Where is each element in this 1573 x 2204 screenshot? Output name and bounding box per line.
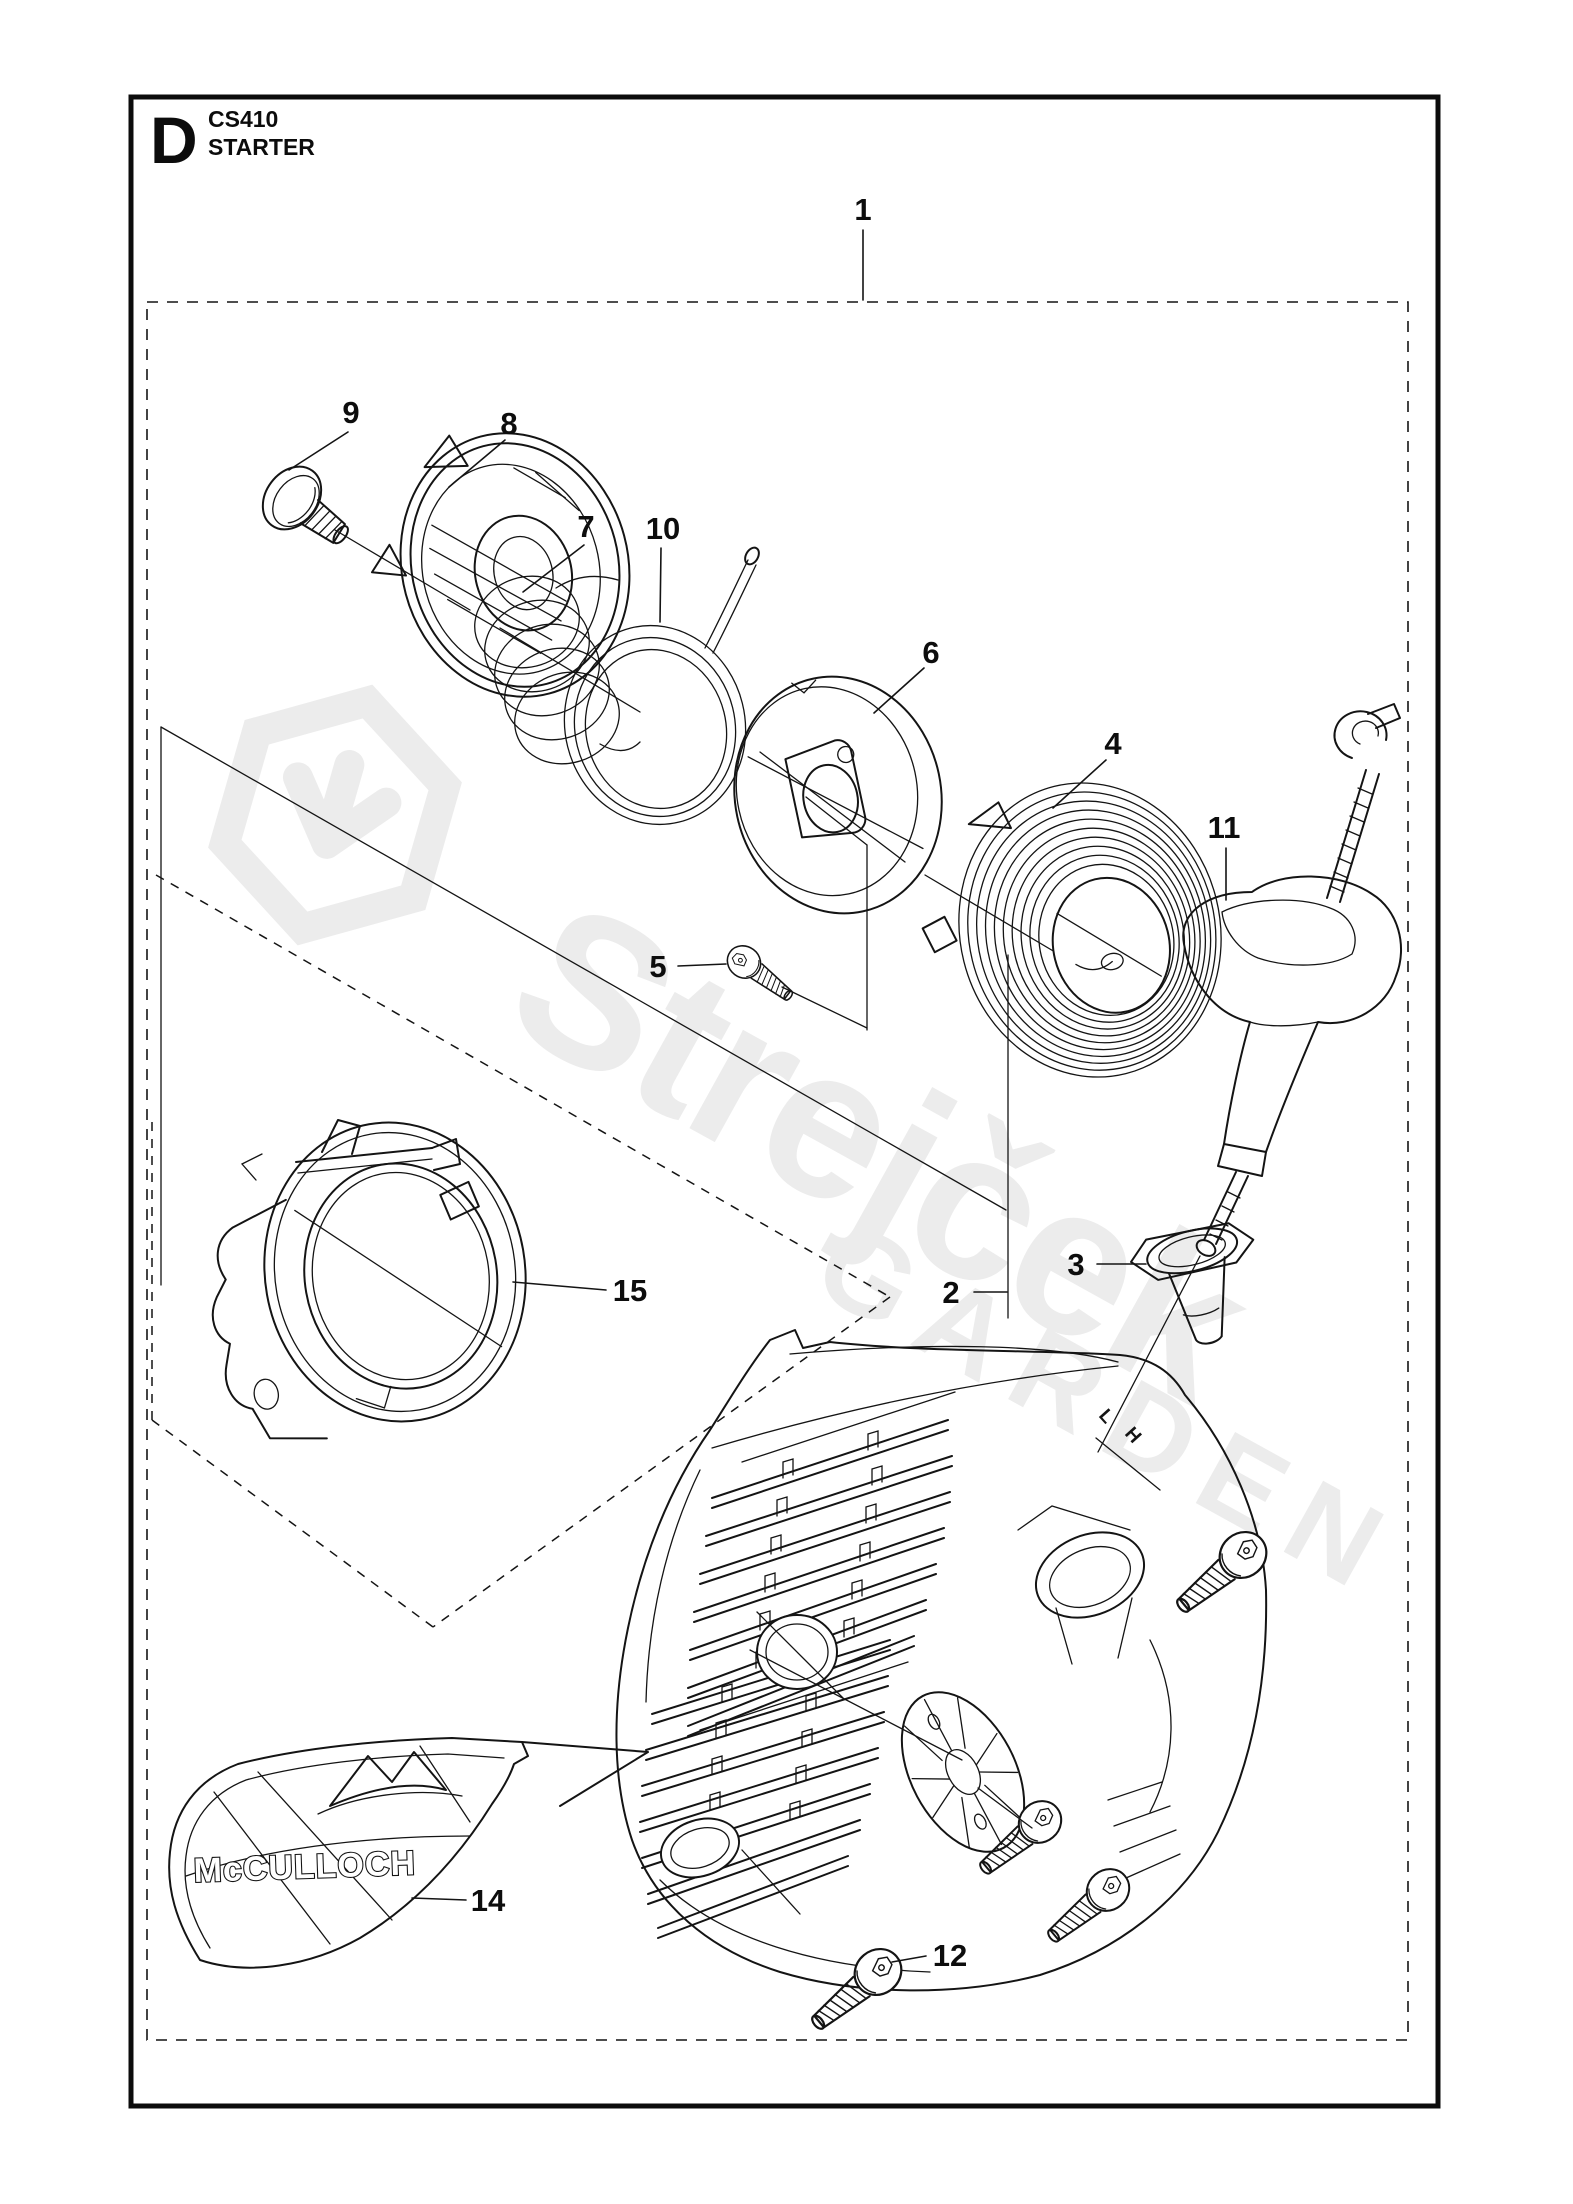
housing-fan-vent: [900, 1691, 1026, 1853]
callout-6: 6: [922, 635, 939, 670]
callout-5: 5: [649, 949, 666, 984]
part-7-spring: [474, 575, 641, 765]
part-10-starter-rope: [563, 546, 760, 826]
callout-3: 3: [1067, 1247, 1084, 1282]
part-14-mcculloch-cover: McCULLOCH: [168, 1737, 649, 1969]
callout-9: 9: [342, 395, 359, 430]
part-12-screw-lower-right: [1036, 1859, 1139, 1955]
section-letter: D: [150, 103, 198, 177]
section-title: STARTER: [208, 134, 315, 160]
callout-7: 7: [577, 509, 594, 544]
callout-8: 8: [500, 406, 517, 441]
model-label: CS410: [208, 106, 278, 132]
housing-lower-vents: [639, 1639, 891, 1939]
mcculloch-logo-text: McCULLOCH: [193, 1844, 417, 1890]
part-6-rope-pulley: [733, 675, 943, 915]
callout-15: 15: [613, 1273, 647, 1308]
callout-4: 4: [1104, 726, 1122, 761]
housing-upper-vents: [687, 1391, 956, 1737]
callout-leader-lines: [288, 229, 1227, 1963]
part-15-fan-housing: [211, 1119, 527, 1440]
callout-10: 10: [646, 511, 680, 546]
callout-1: 1: [854, 192, 871, 227]
callout-2: 2: [942, 1275, 959, 1310]
housing-side-vents: [1107, 1781, 1181, 1879]
part-8-pulley-cassette: [371, 432, 631, 698]
part-11-starter-handle: [1097, 703, 1403, 1453]
part-2-starter-housing: L H: [615, 1329, 1268, 1992]
watermark-logo-icon: [208, 684, 462, 946]
page-border: [128, 94, 1441, 2109]
part-9-flange-screw: [249, 454, 367, 566]
callout-11: 11: [1208, 810, 1241, 845]
assembly-boundary-box: [146, 301, 1409, 2041]
callout-14: 14: [471, 1883, 506, 1918]
callout-12: 12: [933, 1938, 967, 1973]
part-3-rope-guide: [1130, 1222, 1255, 1345]
